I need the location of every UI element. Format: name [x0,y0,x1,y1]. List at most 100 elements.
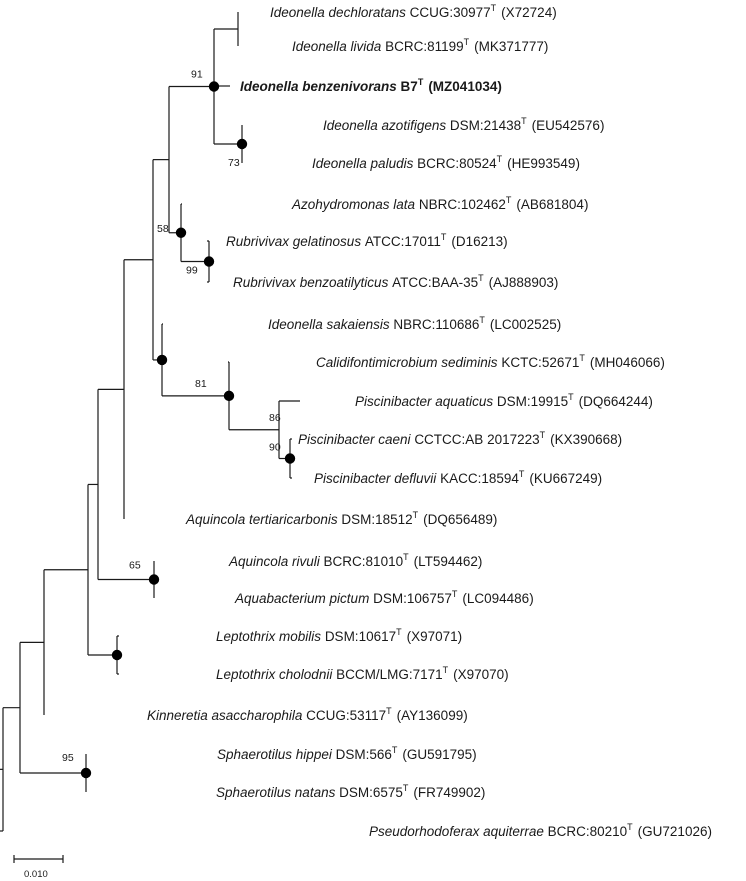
accession-number: (GU721026) [638,824,712,839]
taxon-label: Sphaerotilus natans DSM:6575T(FR749902) [216,783,485,800]
bootstrap-node-dot [111,649,123,661]
species-name: Ideonella benzenivorans [240,79,401,94]
strain-id: DSM:19915 [497,394,568,409]
strain-id: BCCM/LMG:7171 [336,667,443,682]
strain-id: DSM:6575 [339,785,403,800]
bootstrap-node-dot [284,453,296,464]
type-strain-mark: T [396,627,402,637]
scale-bar: 0.010 [13,855,64,880]
accession-number: (LC094486) [462,591,533,606]
strain-id: BCRC:80210 [548,824,628,839]
type-strain-mark: T [479,315,485,325]
accession-number: (LC002525) [490,317,561,332]
bootstrap-node-dot [208,81,220,92]
accession-number: (MH046066) [590,355,665,370]
taxon-label: Rubrivivax gelatinosus ATCC:17011T (D1621… [226,232,508,249]
type-strain-mark: T [418,77,424,87]
type-strain-mark: T [464,37,470,47]
species-name: Leptothrix cholodnii [216,667,336,682]
type-strain-mark: T [386,706,392,716]
accession-number: (EU542576) [532,118,605,133]
strain-id: CCTCC:AB 2017223 [414,432,539,447]
taxon-label: Ideonella paludis BCRC:80524T(HE993549) [312,154,580,171]
taxon-label: Rubrivivax benzoatilyticus ATCC:BAA-35T(… [233,273,558,290]
strain-id: BCRC:81199 [385,39,464,54]
species-name: Piscinibacter caeni [298,432,414,447]
taxon-label: Ideonella sakaiensis NBRC:110686T (LC0025… [268,315,561,332]
strain-id: KACC:18594 [440,471,519,486]
bootstrap-node-dot [156,354,168,366]
taxon-label: Aquabacterium pictum DSM:106757T (LC09448… [234,589,534,606]
type-strain-mark: T [521,116,527,126]
taxon-labels: Ideonella dechloratans CCUG:30977T(X7272… [147,3,712,839]
bootstrap-node-dot [236,138,248,150]
type-strain-mark: T [540,430,546,440]
species-name: Aquincola rivuli [228,554,324,569]
accession-number: (D16213) [451,234,507,249]
bootstrap-value: 81 [195,378,207,390]
accession-number: (DQ664244) [579,394,653,409]
species-name: Ideonella paludis [312,156,417,171]
taxon-label: Piscinibacter aquaticus DSM:19915T (DQ664… [355,392,653,409]
accession-number: (HE993549) [507,156,580,171]
type-strain-mark: T [413,510,419,520]
taxon-label: Kinneretia asaccharophila CCUG:53117T(AY… [147,706,468,723]
species-name: Kinneretia asaccharophila [147,708,306,723]
strain-id: CCUG:30977 [410,5,491,20]
bootstrap-value: 65 [129,560,141,572]
species-name: Sphaerotilus hippei [217,747,336,762]
species-name: Piscinibacter defluvii [314,471,440,486]
strain-id: CCUG:53117 [306,708,386,723]
strain-id: DSM:21438 [450,118,521,133]
taxon-label: Leptothrix mobilis DSM:10617T(X97071) [216,627,462,644]
accession-number: (FR749902) [413,785,485,800]
taxon-label: Pseudorhodoferax aquiterrae BCRC:80210T(… [369,822,712,839]
type-strain-mark: T [392,745,398,755]
type-strain-mark: T [452,589,458,599]
accession-number: (DQ656489) [423,512,497,527]
taxon-label: Leptothrix cholodnii BCCM/LMG:7171T (X970… [216,665,509,682]
strain-id: ATCC:17011 [365,234,441,249]
scale-bar-label: 0.010 [24,869,48,880]
accession-number: (AB681804) [516,197,588,212]
species-name: Leptothrix mobilis [216,629,325,644]
species-name: Piscinibacter aquaticus [355,394,497,409]
type-strain-mark: T [497,154,503,164]
bootstrap-node-dot [148,574,160,585]
taxon-label: Aquincola tertiaricarbonis DSM:18512T(DQ… [185,510,497,527]
strain-id: BCRC:81010 [324,554,404,569]
type-strain-mark: T [627,822,633,832]
bootstrap-value: 99 [186,265,198,277]
strain-id: B7 [401,79,418,94]
accession-number: (X97070) [453,667,509,682]
species-name: Ideonella dechloratans [270,5,410,20]
accession-number: (LT594462) [414,554,483,569]
type-strain-mark: T [506,195,512,205]
species-name: Calidifontimicrobium sediminis [316,355,501,370]
type-strain-mark: T [441,232,447,242]
bootstrap-node-dot [80,767,92,779]
taxon-label: Ideonella livida BCRC:81199T(MK371777) [292,37,548,54]
taxon-label: Azohydromonas lata NBRC:102462T(AB681804… [291,195,588,212]
bootstrap-value: 90 [269,442,281,454]
bootstrap-value: 91 [191,69,203,81]
strain-id: DSM:10617 [325,629,396,644]
species-name: Rubrivivax gelatinosus [226,234,365,249]
taxon-label: Piscinibacter caeni CCTCC:AB 2017223T(KX… [298,430,622,447]
strain-id: NBRC:110686 [393,317,479,332]
species-name: Aquincola tertiaricarbonis [185,512,341,527]
species-name: Aquabacterium pictum [234,591,373,606]
type-strain-mark: T [478,273,484,283]
type-strain-mark: T [443,665,449,675]
bootstrap-node-dot [223,390,235,402]
strain-id: NBRC:102462 [419,197,506,212]
species-name: Ideonella sakaiensis [268,317,393,332]
accession-number: (MK371777) [474,39,548,54]
taxon-label: Aquincola rivuli BCRC:81010T(LT594462) [228,552,482,569]
strain-id: DSM:106757 [373,591,452,606]
bootstrap-value: 73 [228,157,240,169]
type-strain-mark: T [579,353,585,363]
accession-number: (MZ041034) [428,79,502,94]
type-strain-mark: T [568,392,574,402]
